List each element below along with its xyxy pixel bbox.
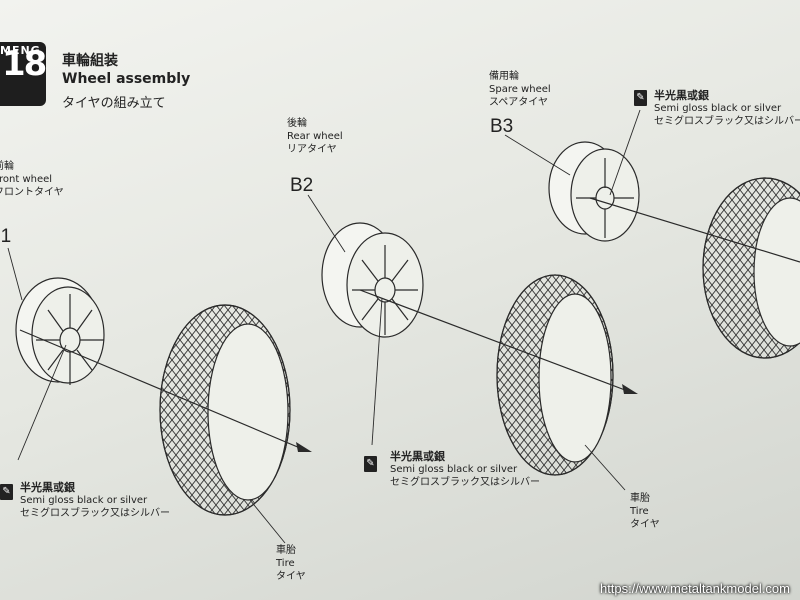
front-wheel-label: 前輪 Front wheel フロントタイヤ [0,160,64,199]
tire-label-kana: タイヤ [630,519,660,530]
step-title-jp: 車輪組装 [62,53,118,69]
paintbrush-icon: ✎ [0,484,13,500]
rear-wheel-label-kana: リアタイヤ [287,144,337,155]
rear-wheel-label-jp: 後輪 [287,118,307,129]
rear-wheel-label: 後輪 Rear wheel リアタイヤ [287,117,343,156]
step-title-en: Wheel assembly [62,71,191,87]
paint-note-kana: セミグロスブラック又はシルバー [20,508,170,519]
paint-note-kana: セミグロスブラック又はシルバー [390,477,540,488]
front-wheel-label-en: Front wheel [0,174,53,185]
paint-note-spare: 半光黒或銀 Semi gloss black or silver セミグロスブラ… [654,89,800,128]
paint-note-en: Semi gloss black or silver [654,103,782,114]
spare-wheel-label-kana: スペアタイヤ [489,97,548,108]
front-wheel-label-kana: フロントタイヤ [0,187,64,198]
tire-label-rear: 車胎 Tire タイヤ [630,492,660,531]
tire-label-jp: 車胎 [276,545,296,556]
spare-wheel-label: 備用輪 Spare wheel スペアタイヤ [489,70,551,109]
rear-wheel-label-en: Rear wheel [287,131,343,142]
tire-label-en: Tire [630,506,649,517]
step-number: 18 [2,44,47,84]
tire-label-jp: 車胎 [630,493,650,504]
part-b3: B3 [490,116,514,137]
brand-logo: MENG [0,44,41,57]
step-number-badge: 18 [0,42,47,106]
tire-label-en: Tire [276,558,295,569]
paint-note-en: Semi gloss black or silver [390,464,518,475]
rear-wheel-rim [321,222,424,338]
paint-note-front: 半光黒或銀 Semi gloss black or silver セミグロスブラ… [20,481,170,520]
front-tire [159,304,291,516]
rear-tire [496,274,614,476]
step-title-kana: タイヤの組み立て [62,96,166,111]
front-wheel-rim [15,277,105,385]
spare-wheel-rim [548,141,640,242]
paint-note-jp: 半光黒或銀 [20,481,75,494]
spare-wheel-label-en: Spare wheel [489,84,551,95]
part-b1: B1 [0,226,12,247]
paint-note-jp: 半光黒或銀 [390,450,445,463]
paint-note-rear: 半光黒或銀 Semi gloss black or silver セミグロスブラ… [390,450,540,489]
part-b2: B2 [290,175,314,196]
front-wheel-label-jp: 前輪 [0,161,14,172]
tire-label-front: 車胎 Tire タイヤ [276,544,306,583]
paint-note-en: Semi gloss black or silver [20,495,148,506]
spare-tire [702,177,800,359]
paintbrush-icon: ✎ [634,90,647,106]
tire-label-kana: タイヤ [276,571,306,582]
paint-note-jp: 半光黒或銀 [654,89,709,102]
watermark-url: https://www.metaltankmodel.com [599,581,790,596]
spare-wheel-label-jp: 備用輪 [489,71,519,82]
paint-note-kana: セミグロスブラック又はシルバー [654,116,800,127]
paintbrush-icon: ✎ [364,456,377,472]
